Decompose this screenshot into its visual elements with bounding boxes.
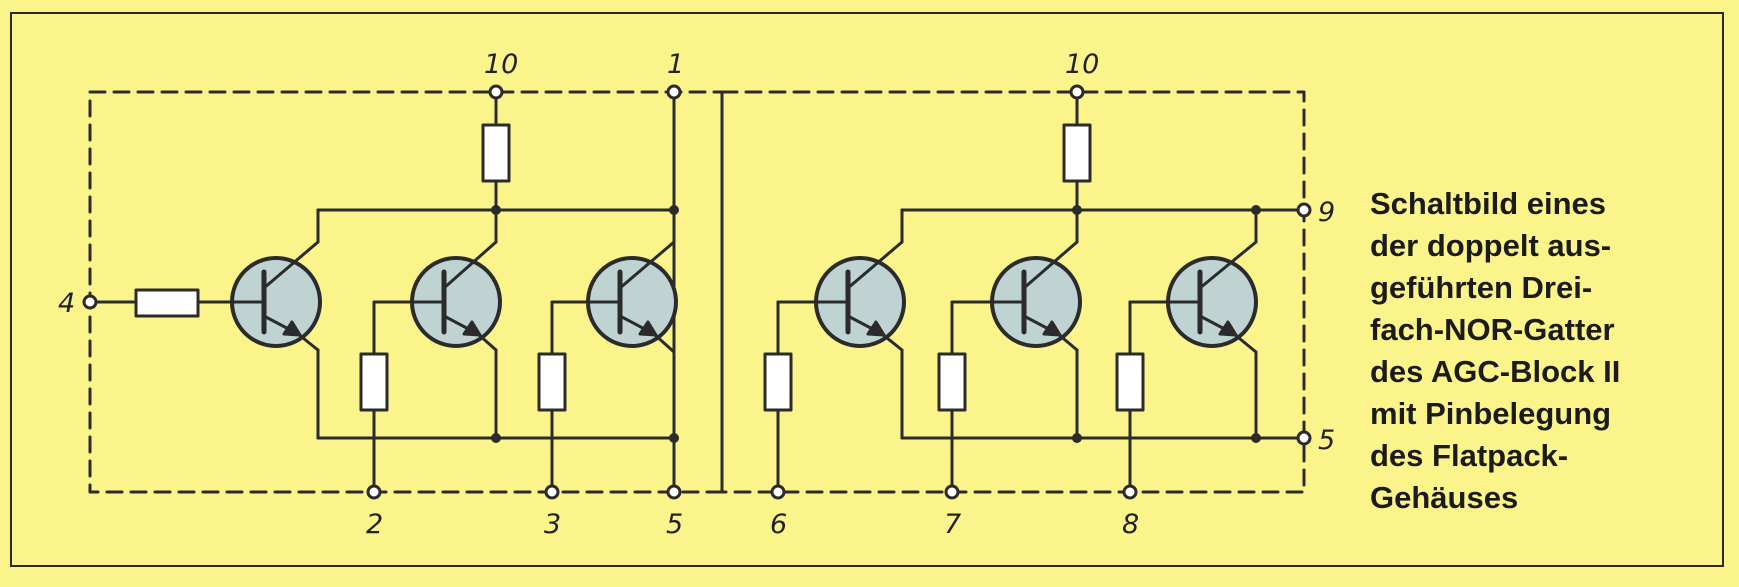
resistor-input-6 — [763, 352, 793, 412]
junction-dot — [1072, 205, 1082, 215]
resistor-input-8 — [1115, 352, 1145, 412]
pin-label-9: 9 — [1318, 197, 1335, 228]
transistor-collector — [442, 240, 498, 290]
resistor-input-2 — [359, 352, 389, 412]
pin-terminal-5-right — [1296, 430, 1312, 446]
pin-terminal-4 — [82, 294, 98, 310]
junction-dot — [669, 433, 679, 443]
emitter-arrow — [282, 320, 302, 337]
caption-line: des AGC-Block II — [1370, 354, 1621, 389]
pin-terminal-10-left — [488, 84, 504, 100]
caption-line: des Flatpack- — [1370, 438, 1569, 473]
junction-dot — [1251, 433, 1261, 443]
resistor-collector-right — [1062, 123, 1092, 183]
resistor-input-4 — [134, 288, 200, 318]
pin-label-1: 1 — [667, 49, 684, 80]
pin-label-10-right: 10 — [1065, 49, 1099, 80]
pin-label-8: 8 — [1122, 509, 1139, 540]
pin-terminal-9 — [1296, 202, 1312, 218]
emitter-arrow — [462, 320, 482, 337]
emitter-arrow — [1218, 320, 1238, 337]
transistor-collector — [618, 240, 676, 290]
caption-line: Schaltbild eines — [1370, 186, 1607, 221]
emitter-arrow — [1042, 320, 1062, 337]
caption-line: der doppelt aus- — [1370, 228, 1612, 263]
pin-terminal-3 — [544, 484, 560, 500]
pin-label-2: 2 — [366, 509, 383, 540]
pin-label-6: 6 — [770, 509, 787, 540]
pin-label-4: 4 — [58, 288, 75, 319]
caption-line: Gehäuses — [1370, 480, 1519, 515]
wire — [880, 332, 904, 352]
junction-dot — [1072, 433, 1082, 443]
module-outline-right — [720, 90, 1306, 494]
emitter-arrow — [866, 320, 886, 337]
figure-caption: Schaltbild eines der doppelt aus- geführ… — [1370, 183, 1710, 519]
wire — [296, 332, 320, 352]
emitter-arrow — [638, 320, 658, 337]
junction-dot — [669, 205, 679, 215]
resistor-collector-left — [481, 123, 511, 183]
caption-line: fach-NOR-Gatter — [1370, 312, 1615, 347]
resistor-input-3 — [537, 352, 567, 412]
caption-line: geführten Drei- — [1370, 270, 1593, 305]
pin-label-5-right: 5 — [1318, 425, 1335, 456]
pin-terminal-6 — [770, 484, 786, 500]
resistor-input-7 — [937, 352, 967, 412]
wire — [476, 332, 498, 352]
pin-terminal-7 — [944, 484, 960, 500]
caption-line: mit Pinbelegung — [1370, 396, 1612, 431]
wire — [652, 332, 676, 354]
junction-dot — [491, 205, 501, 215]
pin-label-5: 5 — [666, 509, 683, 540]
wire — [1056, 332, 1079, 352]
pin-terminal-10-right — [1069, 84, 1085, 100]
figure-frame — [10, 12, 1724, 567]
wire — [1232, 332, 1258, 354]
pin-label-7: 7 — [944, 509, 961, 540]
pin-terminal-1 — [666, 84, 682, 100]
junction-dot — [491, 433, 501, 443]
transistor-collector — [262, 240, 320, 290]
transistor-collector — [846, 240, 904, 290]
pin-terminal-5 — [666, 484, 682, 500]
pin-terminal-2 — [366, 484, 382, 500]
pin-terminal-8 — [1122, 484, 1138, 500]
transistor-collector — [1198, 240, 1258, 290]
junction-dot — [1251, 205, 1261, 215]
pin-label-10-left: 10 — [484, 49, 518, 80]
pin-label-3: 3 — [544, 509, 561, 540]
transistor-collector — [1022, 240, 1079, 290]
